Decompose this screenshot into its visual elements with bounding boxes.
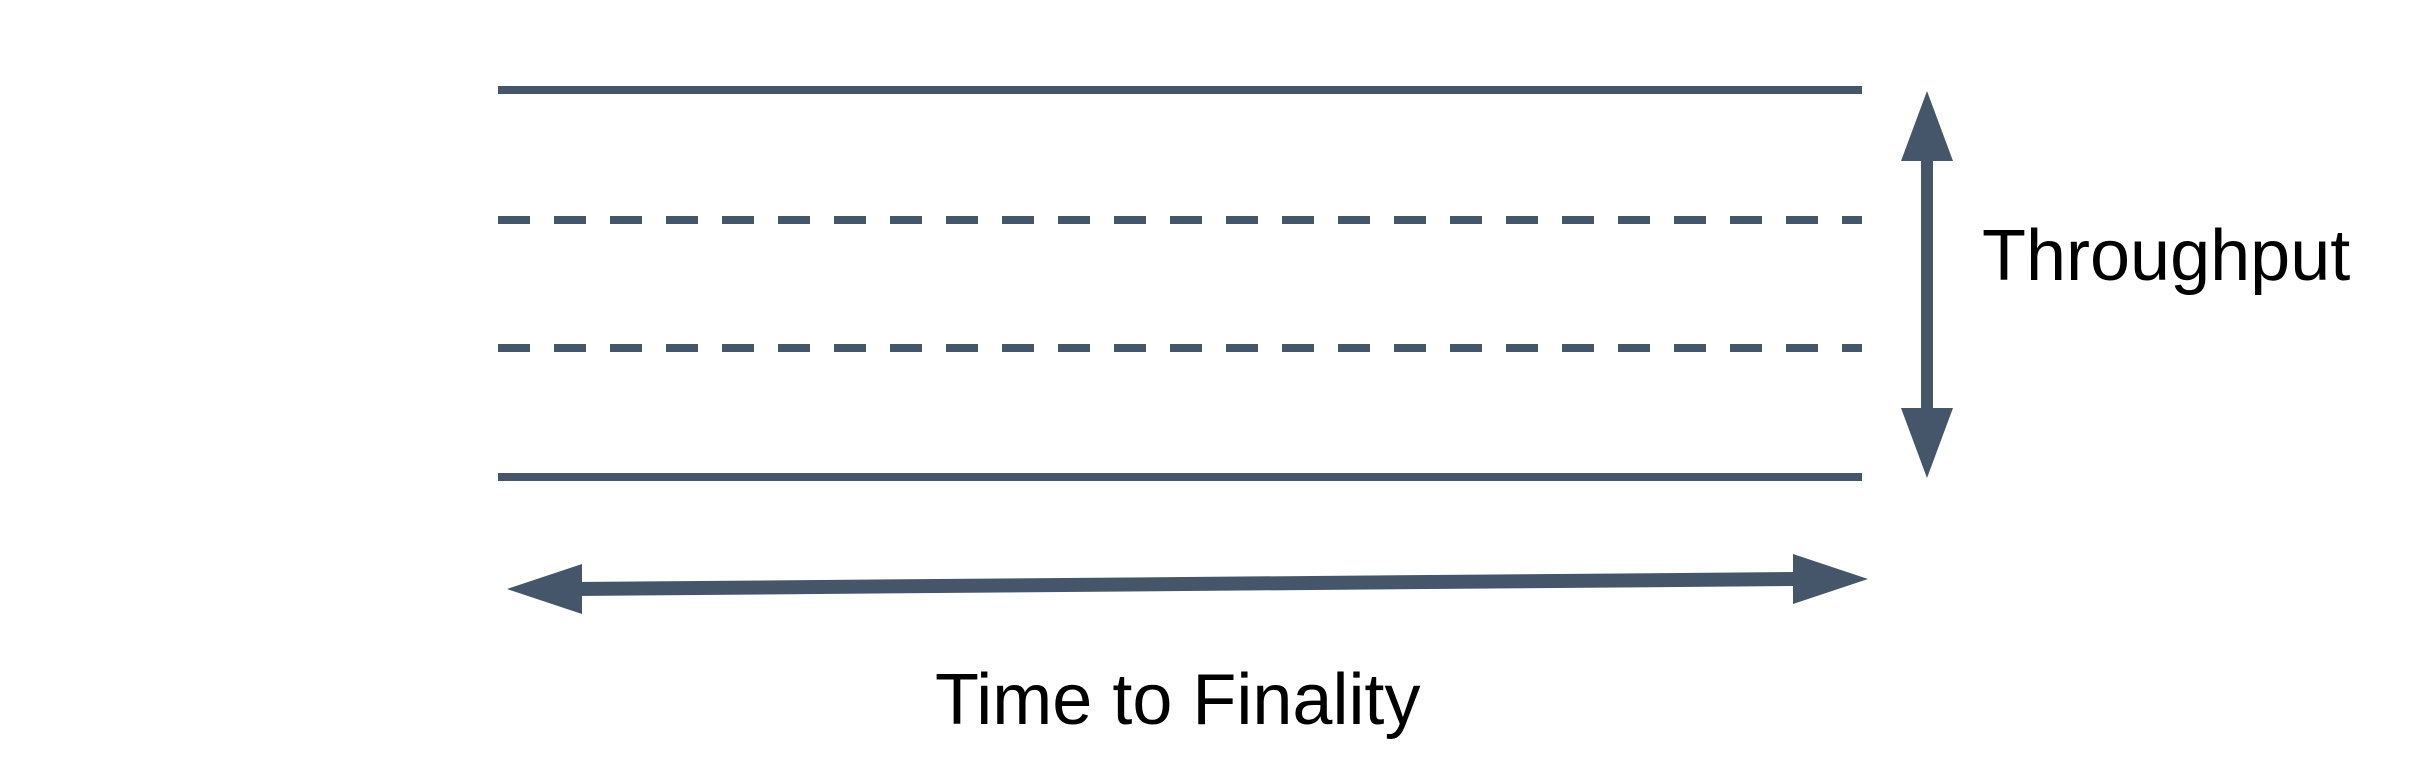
arrowhead-right-icon bbox=[1793, 554, 1868, 604]
time-to-finality-arrow-shaft bbox=[574, 572, 1799, 596]
arrowhead-up-icon bbox=[1901, 91, 1953, 161]
arrowhead-left-icon bbox=[507, 564, 582, 614]
time-to-finality-label: Time to Finality bbox=[935, 660, 1421, 740]
throughput-arrow bbox=[1901, 91, 1953, 478]
arrowhead-down-icon bbox=[1901, 408, 1953, 478]
throughput-label: Throughput bbox=[1982, 216, 2351, 296]
time-to-finality-arrow bbox=[507, 554, 1868, 614]
